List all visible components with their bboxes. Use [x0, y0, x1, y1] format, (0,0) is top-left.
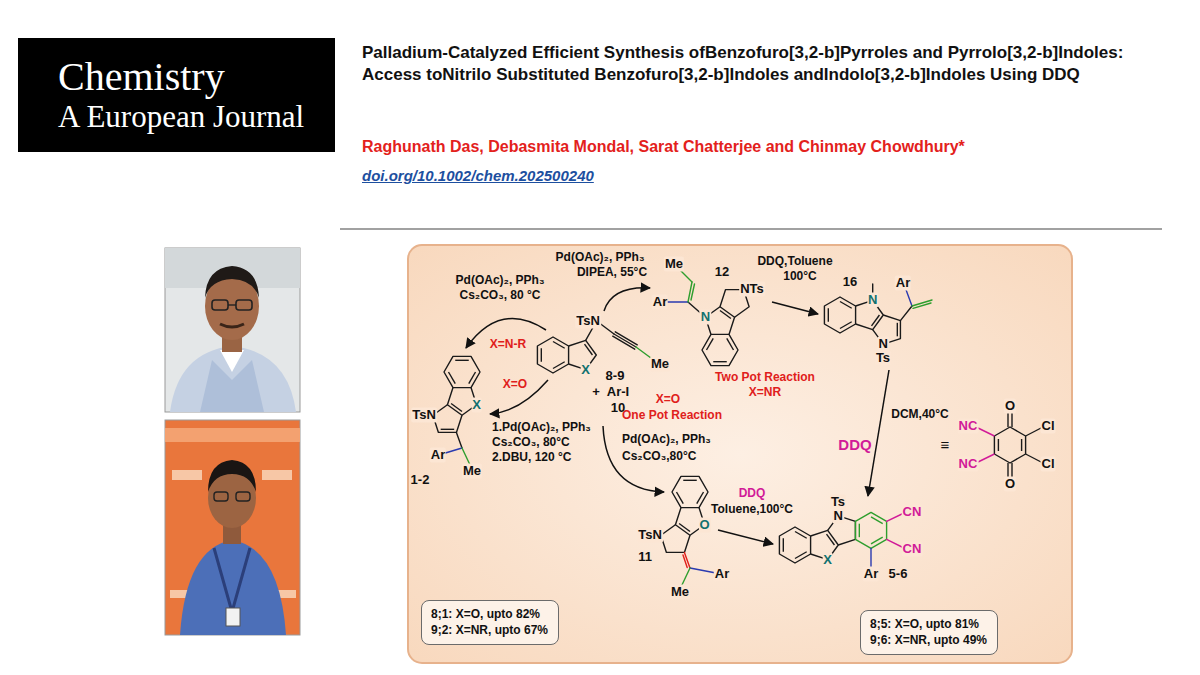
condition-text: Cs₂CO₃,80°C	[622, 450, 696, 464]
compound-number: 8-9	[606, 369, 625, 384]
yield-line: 9;6: X=NR, upto 49%	[870, 632, 988, 648]
atom-label: TsN	[575, 314, 601, 329]
condition-text: Cs₂CO₃, 80°C	[492, 436, 570, 450]
atom-label: O	[699, 517, 711, 532]
plus-sign: +	[591, 385, 601, 400]
atom-label: X	[822, 552, 833, 567]
atom-label: Me	[462, 464, 482, 479]
variant-note: X=O	[503, 378, 527, 392]
reagent-text: Pd(OAc)₂, PPh₃	[456, 274, 545, 288]
variant-note: X=NR	[749, 386, 781, 400]
condition-text: DCM,40°C	[891, 408, 948, 422]
atom-label: NC	[958, 419, 979, 434]
reagent-text: DDQ,Toluene	[757, 255, 832, 269]
journal-name: Chemistry	[58, 55, 319, 99]
compound-number: 1-2	[411, 473, 430, 488]
reagent-text: DDQ	[838, 436, 871, 453]
atom-label: CN	[902, 542, 923, 557]
yield-line: 8;1: X=O, upto 82%	[431, 606, 549, 622]
atom-label: N	[700, 310, 711, 325]
equivalence-sign: ≡	[941, 436, 950, 453]
atom-label: O	[1004, 477, 1016, 492]
condition-text: Cs₂CO₃, 80 °C	[459, 289, 540, 303]
reagent-text: 1.Pd(OAc)₂, PPh₃	[492, 421, 591, 435]
atom-label: NC	[958, 457, 979, 472]
atom-label: N	[878, 337, 889, 352]
journal-logo: ChemistryA European Journal	[18, 38, 335, 152]
yield-box: 8;5: X=O, upto 81%9;6: X=NR, upto 49%	[860, 610, 998, 655]
atom-label: Ar	[863, 567, 879, 582]
atom-label: NTs	[739, 282, 765, 297]
yield-line: 8;5: X=O, upto 81%	[870, 616, 988, 632]
compound-number: 11	[638, 550, 652, 565]
author-photo	[165, 420, 300, 635]
journal-subtitle: A European Journal	[58, 99, 319, 135]
route-note: Two Pot Reaction	[715, 371, 815, 385]
atom-label: Ts	[875, 351, 891, 366]
reagent-text: Pd(OAc)₂, PPh₃	[556, 251, 645, 265]
reagent-text: DDQ	[739, 487, 766, 501]
atom-label: Me	[670, 585, 690, 600]
paper-title: Palladium-Catalyzed Efficient Synthesis …	[362, 42, 1172, 87]
variant-note: X=O	[656, 393, 680, 407]
condition-text: Toluene,100°C	[711, 503, 793, 517]
atom-label: Ar	[714, 567, 730, 582]
atom-label: TsN	[411, 408, 437, 423]
atom-label: X	[580, 362, 591, 377]
yield-box: 8;1: X=O, upto 82%9;2: X=NR, upto 67%	[421, 600, 559, 645]
variant-note: X=N-R	[490, 338, 526, 352]
atom-label: Cl	[1041, 457, 1056, 472]
atom-label: N	[833, 508, 844, 523]
doi-link: doi.org/10.1002/chem.202500240	[362, 167, 594, 184]
atom-label: TsN	[637, 528, 663, 543]
author-photo	[165, 248, 300, 412]
atom-label: Ar	[652, 295, 668, 310]
reagent-formula: Ar-I	[606, 385, 630, 400]
atom-label: X	[471, 397, 482, 412]
atom-label: Me	[664, 257, 684, 272]
compound-number: 16	[843, 275, 857, 290]
substituent-bonds	[442, 266, 932, 587]
atom-label: Ar	[430, 448, 446, 463]
route-note: One Pot Reaction	[622, 409, 722, 423]
atom-label: N	[867, 293, 878, 308]
header-rule	[340, 228, 1162, 229]
compound-number: 12	[715, 265, 729, 280]
atom-label: CN	[902, 505, 923, 520]
compound-number: 5-6	[889, 567, 908, 582]
yield-line: 9;2: X=NR, upto 67%	[431, 622, 549, 638]
atom-label: Me	[650, 357, 670, 372]
molecule-rings	[433, 290, 1043, 563]
reagent-text: Pd(OAc)₂, PPh₃	[622, 433, 711, 447]
reaction-arrows	[466, 288, 889, 544]
atom-label: O	[1004, 399, 1016, 414]
atom-label: Cl	[1041, 419, 1056, 434]
atom-label: Ts	[830, 495, 846, 510]
scheme-panel	[408, 245, 1072, 663]
condition-text: DIPEA, 55°C	[577, 266, 647, 280]
condition-text: 2.DBU, 120 °C	[492, 451, 572, 465]
atom-label: Ar	[895, 276, 911, 291]
condition-text: 100°C	[783, 270, 817, 284]
author-list: Raghunath Das, Debasmita Mondal, Sarat C…	[362, 138, 965, 156]
